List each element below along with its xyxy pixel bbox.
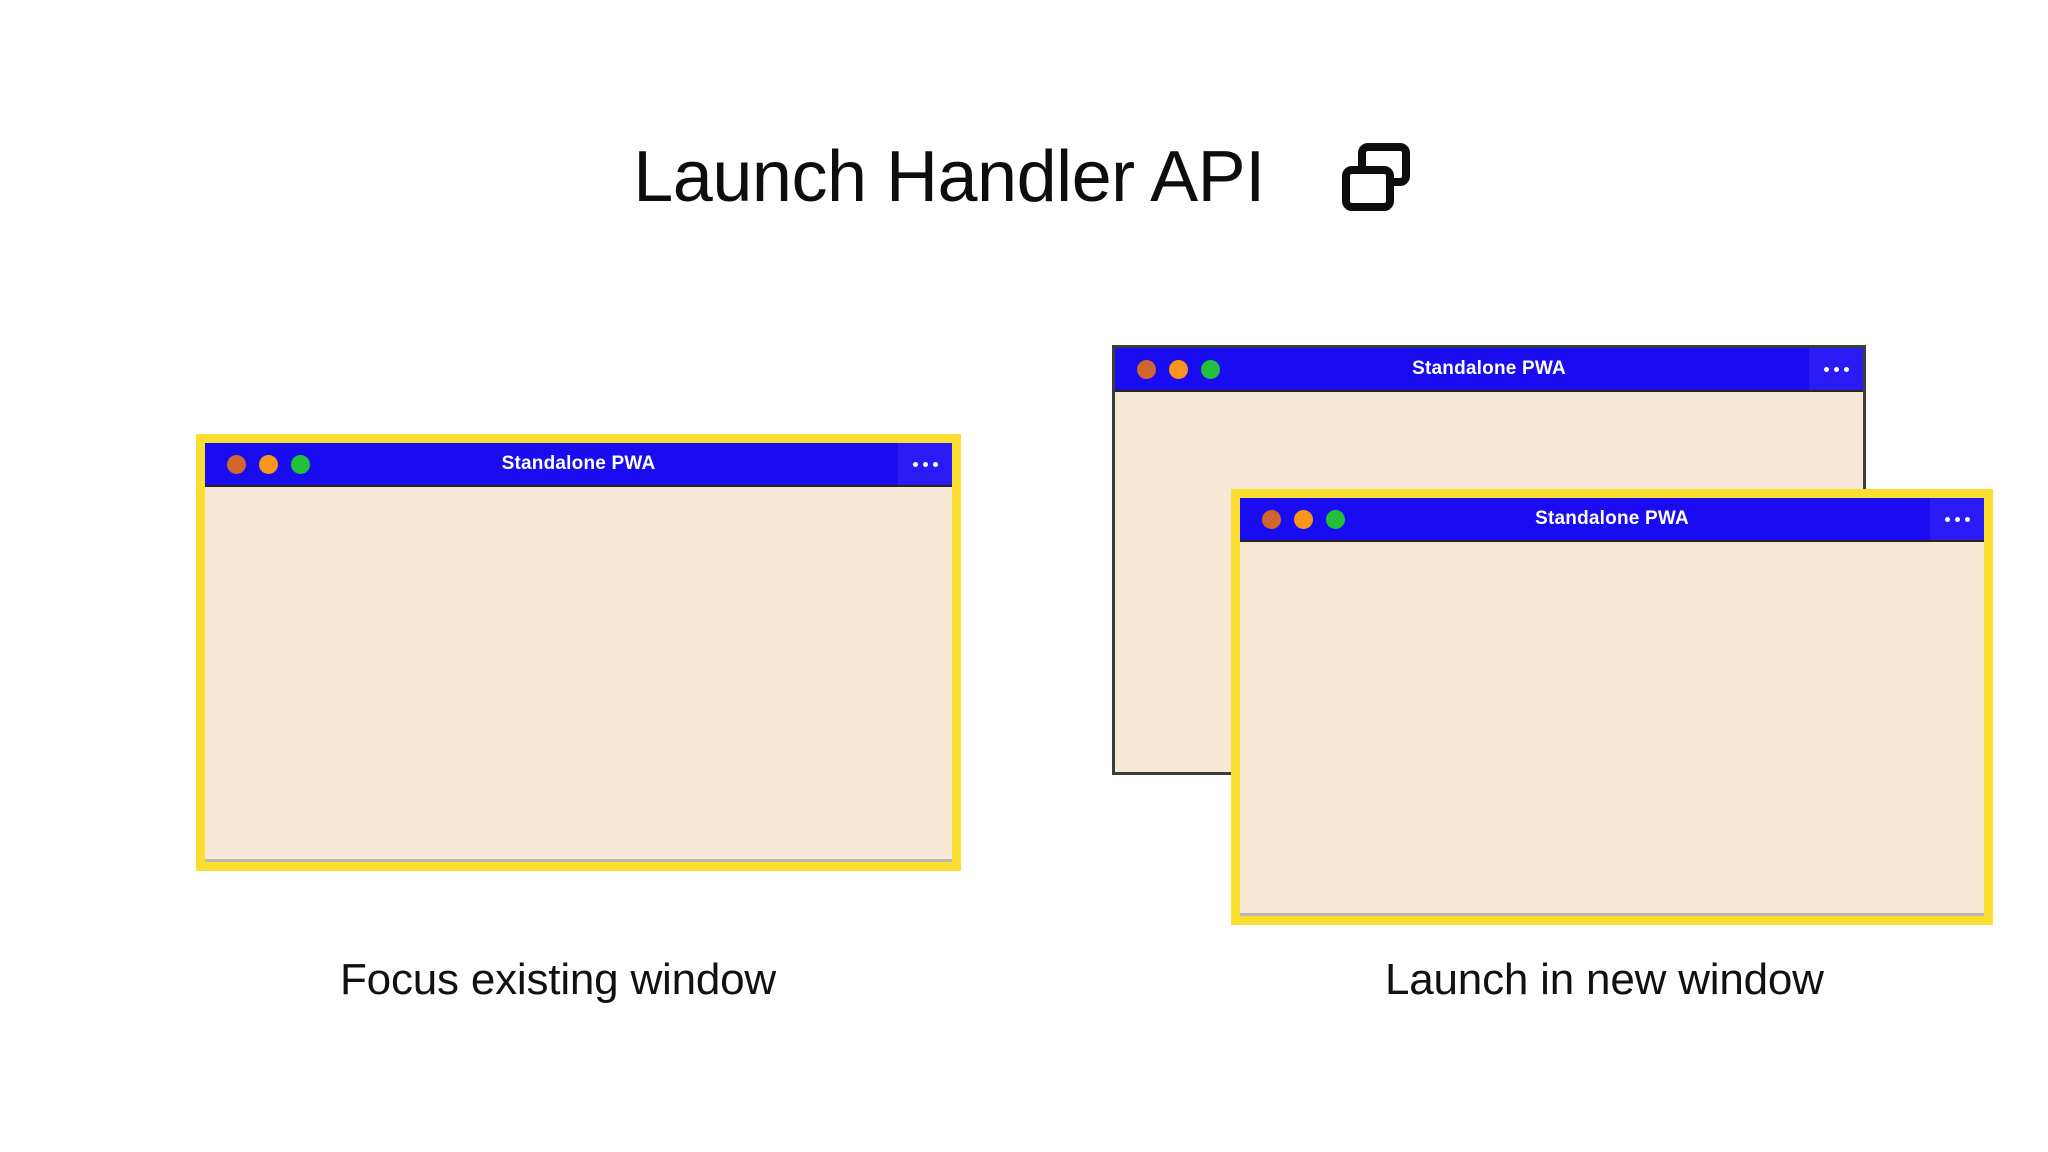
- window-inner: Standalone PWA: [1240, 498, 1984, 916]
- menu-dot-1: [912, 461, 918, 467]
- window-titlebar[interactable]: Standalone PWA: [205, 443, 952, 487]
- menu-dot-1: [1823, 366, 1829, 372]
- window-titlebar[interactable]: Standalone PWA: [1115, 348, 1863, 392]
- minimize-dot-icon[interactable]: [259, 454, 278, 474]
- window-newly-launched[interactable]: Standalone PWA: [1231, 489, 1993, 925]
- page-header: Launch Handler API: [0, 122, 2048, 232]
- window-content-area: [205, 487, 952, 862]
- window-focus-existing[interactable]: Standalone PWA: [196, 434, 961, 871]
- caption-launch-in-new-window: Launch in new window: [1385, 955, 1824, 1004]
- caption-focus-existing-window: Focus existing window: [340, 955, 776, 1004]
- menu-dot-3: [1964, 516, 1970, 522]
- window-title: Standalone PWA: [1412, 358, 1566, 379]
- window-inner: Standalone PWA: [205, 443, 952, 862]
- window-title: Standalone PWA: [1535, 508, 1689, 529]
- minimize-dot-icon[interactable]: [1169, 359, 1188, 379]
- window-content-area: [1240, 542, 1984, 916]
- close-dot-icon[interactable]: [1137, 359, 1156, 379]
- two-windows-icon: [1337, 138, 1415, 216]
- close-dot-icon[interactable]: [227, 454, 246, 474]
- menu-dot-3: [932, 461, 938, 467]
- maximize-dot-icon[interactable]: [291, 454, 310, 474]
- minimize-dot-icon[interactable]: [1294, 509, 1313, 529]
- overflow-menu-icon[interactable]: [898, 443, 952, 485]
- menu-dot-3: [1843, 366, 1849, 372]
- menu-dot-2: [1833, 366, 1839, 372]
- overflow-menu-icon[interactable]: [1930, 498, 1984, 540]
- overflow-menu-icon[interactable]: [1809, 348, 1863, 390]
- menu-dot-2: [1954, 516, 1960, 522]
- maximize-dot-icon[interactable]: [1326, 509, 1345, 529]
- window-controls: [227, 454, 310, 474]
- window-controls: [1137, 359, 1220, 379]
- maximize-dot-icon[interactable]: [1201, 359, 1220, 379]
- close-dot-icon[interactable]: [1262, 509, 1281, 529]
- menu-dot-1: [1944, 516, 1950, 522]
- window-title: Standalone PWA: [501, 453, 656, 474]
- window-controls: [1262, 509, 1345, 529]
- menu-dot-2: [922, 461, 928, 467]
- page-title: Launch Handler API: [633, 137, 1265, 217]
- window-titlebar[interactable]: Standalone PWA: [1240, 498, 1984, 542]
